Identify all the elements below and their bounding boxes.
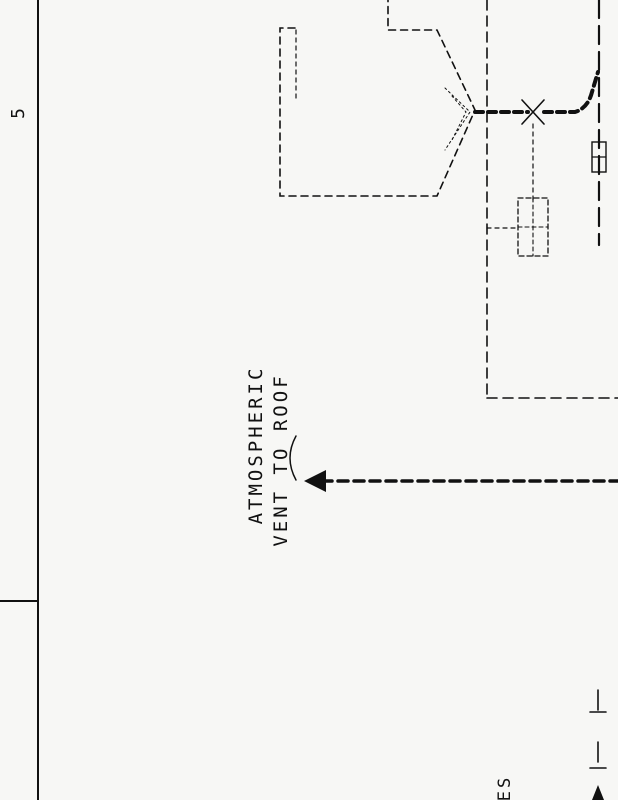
vent-label-line2: VENT TO ROOF (270, 373, 292, 546)
edge-label-fragment: ES (495, 775, 515, 800)
bottom-pipe-fragment (589, 689, 607, 800)
vent-bracket (289, 435, 297, 481)
outlet-pipe-right (542, 70, 600, 114)
zone-number: 5 (8, 105, 29, 119)
pipe-fitting-symbol (591, 141, 607, 173)
vent-label-line1: ATMOSPHERIC (245, 366, 267, 525)
instrument-box (517, 197, 549, 257)
vent-arrowhead (304, 470, 326, 492)
valve-symbol (521, 99, 545, 125)
vessel-outlet-cone (444, 87, 471, 151)
vessel-outline (279, 0, 476, 197)
